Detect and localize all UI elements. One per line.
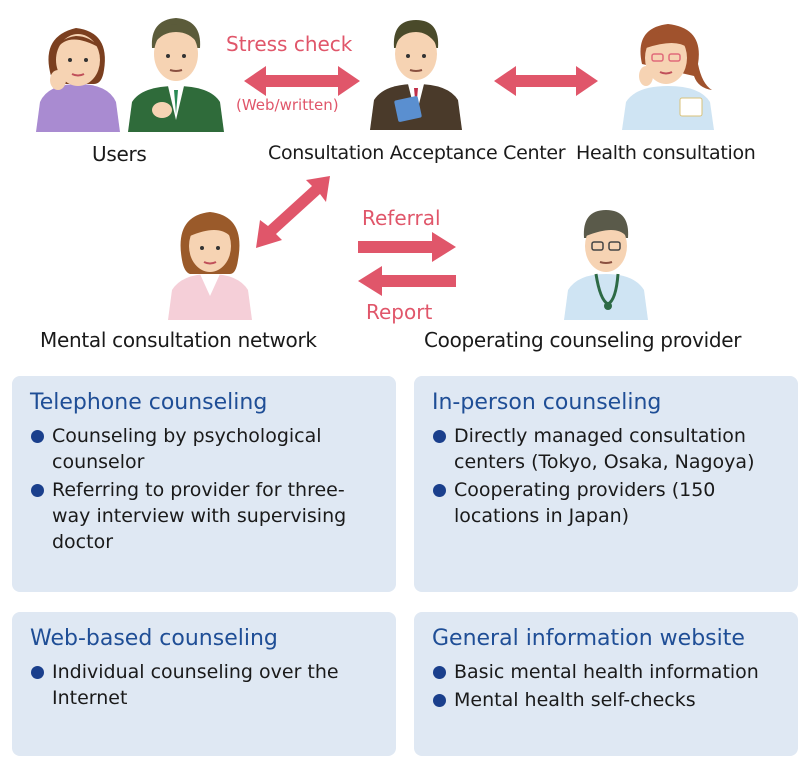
telephone-counseling-box: Telephone counseling Counseling by psych… bbox=[12, 376, 396, 592]
users-label: Users bbox=[92, 142, 147, 166]
provider-label: Cooperating counseling provider bbox=[424, 328, 742, 352]
report-arrow bbox=[358, 266, 456, 296]
list-item: Basic mental health information bbox=[432, 659, 778, 685]
center-mental-arrow bbox=[256, 176, 330, 248]
stress-check-arrow bbox=[244, 66, 360, 96]
mental-counselor-figure bbox=[168, 212, 252, 320]
general-information-box: General information website Basic mental… bbox=[414, 612, 798, 756]
stress-check-label: Stress check bbox=[226, 32, 353, 56]
report-label: Report bbox=[366, 300, 433, 324]
user-man-figure bbox=[128, 18, 224, 132]
in-person-counseling-box: In-person counseling Directly managed co… bbox=[414, 376, 798, 592]
referral-label: Referral bbox=[362, 206, 441, 230]
referral-arrow bbox=[358, 232, 456, 262]
box-title: Web-based counseling bbox=[30, 626, 278, 651]
user-woman-figure bbox=[36, 28, 120, 132]
health-label: Health consultation bbox=[576, 142, 756, 164]
center-label: Consultation Acceptance Center bbox=[268, 142, 566, 164]
center-health-arrow bbox=[494, 66, 598, 96]
center-operator-figure bbox=[370, 20, 462, 130]
list-item: Referring to provider for three-way inte… bbox=[30, 477, 376, 555]
box-title: General information website bbox=[432, 626, 745, 651]
web-based-counseling-box: Web-based counseling Individual counseli… bbox=[12, 612, 396, 756]
box-title: In-person counseling bbox=[432, 390, 662, 415]
list-item: Directly managed consultation centers (T… bbox=[432, 423, 778, 475]
provider-doctor-figure bbox=[564, 210, 648, 320]
list-item: Counseling by psychological counselor bbox=[30, 423, 376, 475]
list-item: Mental health self-checks bbox=[432, 687, 778, 713]
health-nurse-figure bbox=[622, 24, 714, 130]
mental-network-label: Mental consultation network bbox=[40, 328, 317, 352]
stress-check-sublabel: (Web/written) bbox=[236, 96, 339, 114]
list-item: Individual counseling over the Internet bbox=[30, 659, 376, 711]
list-item: Cooperating providers (150 locations in … bbox=[432, 477, 778, 529]
box-title: Telephone counseling bbox=[30, 390, 268, 415]
